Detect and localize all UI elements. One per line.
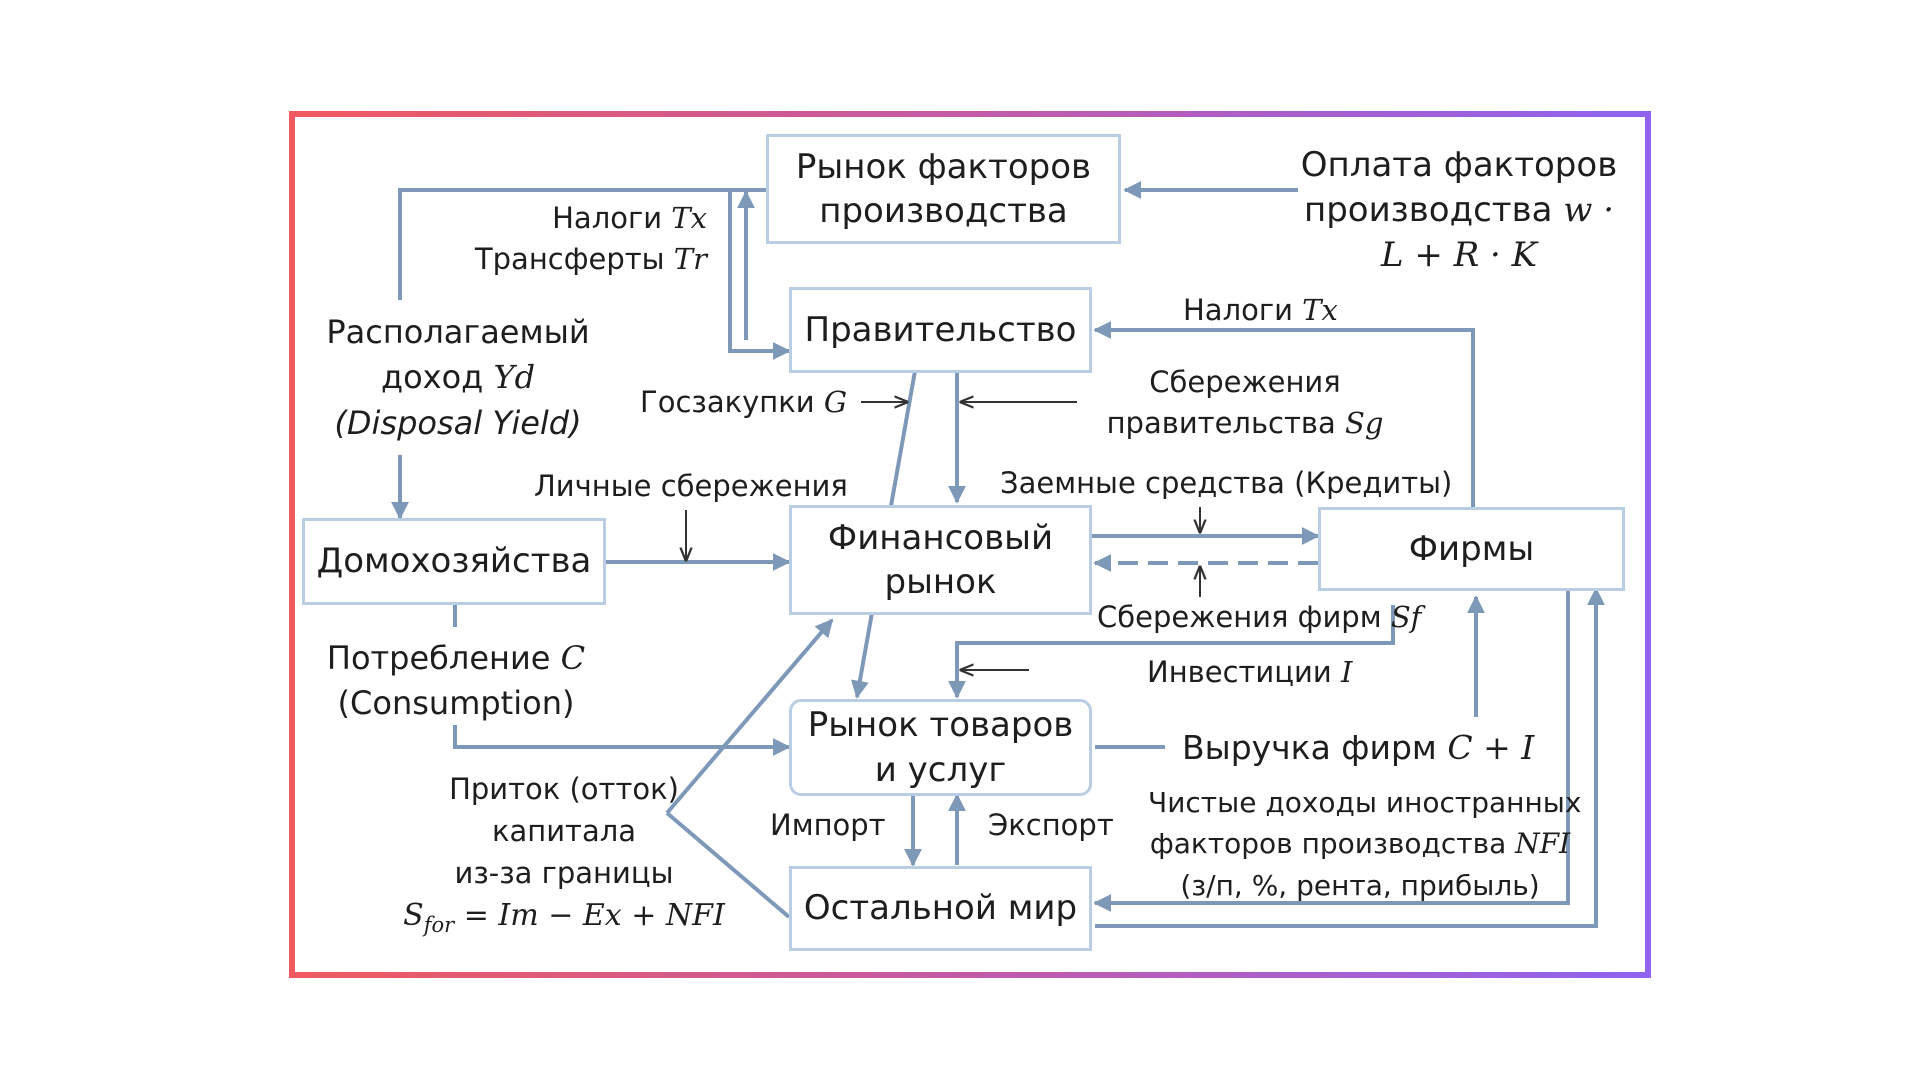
government-box: Правительство [789,287,1092,373]
arrow-investment [948,605,1395,699]
label-export: Экспорт [988,808,1114,842]
arrow-disposable-income [400,188,767,518]
label-consumption: Потребление C (Consumption) [326,639,586,723]
label-gov-savings: Сбережения правительства Sg [1106,365,1384,440]
households-box: Домохозяйства [302,518,606,605]
label-taxes-firms: Налоги Tx [1183,293,1338,327]
arrow-revenue [1095,597,1476,749]
arrow-capital-inflow [665,618,834,815]
label-firm-savings: Сбережения фирм Sf [1097,600,1422,634]
arrow-consumption [453,605,789,747]
label-factor-payment: Оплата факторов производства w · L + R ·… [1300,145,1618,275]
label-revenue: Выручка фирм C + I [1182,728,1535,767]
label-import: Импорт [770,808,886,842]
rest-of-world-box: Остальной мир [789,866,1092,951]
label-investment: Инвестиции I [1147,655,1353,689]
line-capital-outflow [665,811,791,919]
label-disposable-income: Располагаемый доход Yd (Disposal Yield) [326,313,590,442]
arrow-world-to-firms [1095,587,1605,928]
arrow-taxes-from-firms [1093,321,1475,509]
label-capital-flow: Приток (отток) капитала из-за границы Sf… [403,772,725,938]
arrow-nfi [1093,589,1570,912]
label-personal-savings: Личные сбережения [534,469,848,503]
label-gov-purchases: Госзакупки G [640,385,847,419]
label-nfi: Чистые доходы иностранных факторов произ… [1148,786,1582,902]
label-borrowed-funds: Заемные средства (Кредиты) [1000,466,1453,500]
firms-box: Фирмы [1318,507,1625,591]
label-taxes-transfers: Налоги Tx Трансферты Tr [474,201,707,276]
